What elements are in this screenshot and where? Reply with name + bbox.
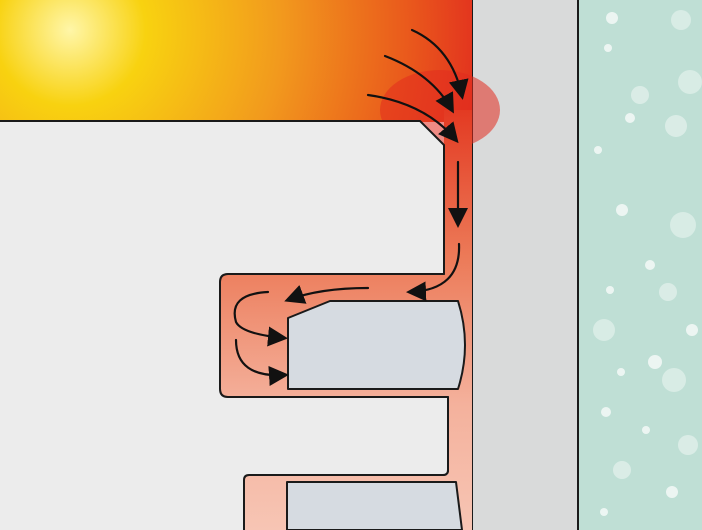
second-piston-ring (286, 481, 463, 530)
top-piston-ring (287, 300, 466, 390)
flow-arrow (383, 54, 454, 114)
flow-arrow (284, 285, 370, 304)
flow-arrow (410, 28, 469, 100)
gas-flow-arrows (233, 28, 469, 386)
flow-arrow (234, 338, 289, 386)
cylinder-liner (471, 0, 579, 530)
coolant-jacket (578, 0, 702, 530)
flow-arrow (366, 93, 459, 144)
flow-arrow (233, 290, 288, 347)
piston-crown (0, 120, 449, 530)
flow-arrow (406, 242, 461, 302)
